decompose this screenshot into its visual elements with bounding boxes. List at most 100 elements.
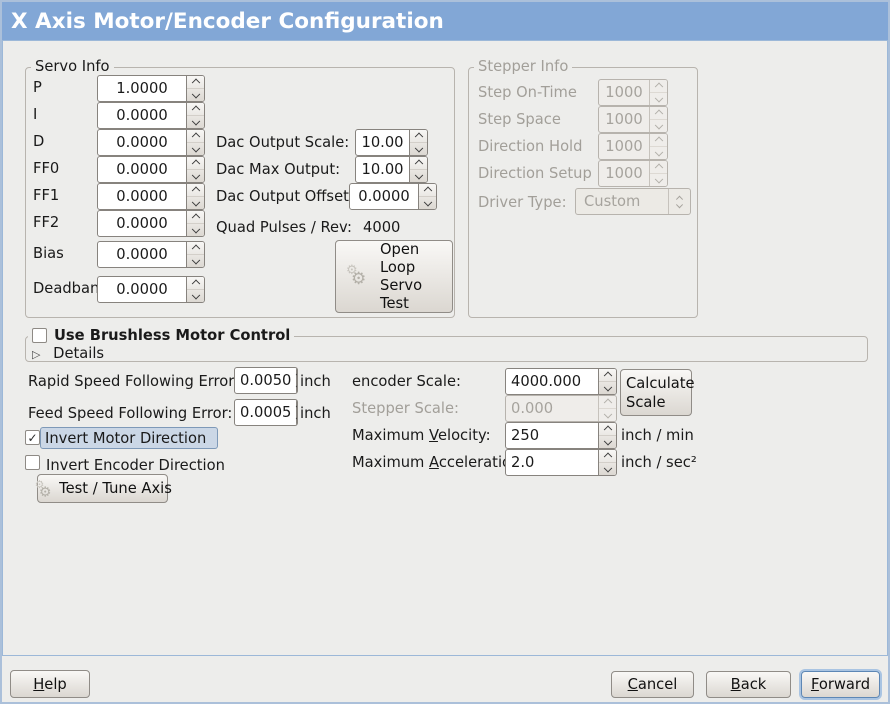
details-label[interactable]: Details bbox=[53, 345, 105, 362]
help-button-label: Help bbox=[33, 676, 67, 693]
help-button[interactable]: Help bbox=[10, 670, 90, 698]
open-loop-servo-test-button[interactable]: ⚙⚙ Open Loop Servo Test bbox=[335, 240, 453, 313]
bias-spin-buttons[interactable] bbox=[186, 242, 204, 267]
ff0-spin-buttons[interactable] bbox=[186, 157, 204, 182]
spin-up-button[interactable] bbox=[599, 450, 616, 463]
spin-down-button[interactable] bbox=[187, 224, 204, 236]
dac-scale-spin-buttons[interactable] bbox=[409, 130, 427, 155]
p-spin-buttons[interactable] bbox=[186, 76, 204, 101]
rapid-following-error-input[interactable]: 0.0050 bbox=[240, 372, 292, 389]
d-spin-buttons[interactable] bbox=[186, 130, 204, 155]
i-input[interactable]: 0.0000 bbox=[116, 107, 168, 124]
spin-down-button[interactable] bbox=[599, 436, 616, 448]
spin-down-button[interactable] bbox=[187, 290, 204, 302]
brushless-checkbox[interactable] bbox=[32, 328, 47, 343]
spin-up-button[interactable] bbox=[187, 103, 204, 116]
spin-up-button[interactable] bbox=[187, 157, 204, 170]
expander-arrow-icon[interactable]: ▷ bbox=[32, 348, 41, 361]
deadband-spinbox[interactable]: 0.0000 bbox=[97, 276, 205, 303]
feed-following-error-spinbox[interactable]: 0.0005 bbox=[234, 399, 298, 426]
spin-up-button[interactable] bbox=[187, 211, 204, 224]
p-spinbox[interactable]: 1.0000 bbox=[97, 75, 205, 102]
ff2-spin-buttons[interactable] bbox=[186, 211, 204, 236]
chevron-down-icon bbox=[191, 225, 200, 234]
chevron-up-icon bbox=[191, 132, 200, 141]
spin-down-button[interactable] bbox=[187, 197, 204, 209]
calculate-scale-button[interactable]: Calculate Scale bbox=[620, 369, 695, 416]
spin-up-button[interactable] bbox=[410, 130, 427, 143]
ff2-spinbox[interactable]: 0.0000 bbox=[97, 210, 205, 237]
maximum-acceleration-input[interactable]: 2.0 bbox=[511, 454, 535, 471]
feed-following-error-input[interactable]: 0.0005 bbox=[240, 404, 292, 421]
chevron-up-icon bbox=[603, 452, 612, 461]
brushless-checkbox-label[interactable]: Use Brushless Motor Control bbox=[54, 327, 291, 344]
invert-motor-direction-checkbox[interactable]: ✓ bbox=[25, 430, 40, 445]
dac-max-output-input[interactable]: 10.00 bbox=[361, 161, 404, 178]
encoder-scale-input[interactable]: 4000.000 bbox=[511, 373, 582, 390]
details-expander[interactable]: ▷ Details bbox=[32, 345, 104, 364]
dac-output-scale-spinbox[interactable]: 10.00 bbox=[355, 129, 428, 156]
bias-input[interactable]: 0.0000 bbox=[116, 246, 168, 263]
ff0-spinbox[interactable]: 0.0000 bbox=[97, 156, 205, 183]
dac-output-scale-input[interactable]: 10.00 bbox=[361, 134, 404, 151]
ff0-input[interactable]: 0.0000 bbox=[116, 161, 168, 178]
deadband-spin-buttons[interactable] bbox=[186, 277, 204, 302]
bias-spinbox[interactable]: 0.0000 bbox=[97, 241, 205, 268]
spin-down-button[interactable] bbox=[419, 197, 436, 209]
spin-up-button[interactable] bbox=[187, 76, 204, 89]
encoder-scale-spinbox[interactable]: 4000.000 bbox=[505, 368, 617, 395]
spin-up-button[interactable] bbox=[410, 157, 427, 170]
ff1-spin-buttons[interactable] bbox=[186, 184, 204, 209]
spin-down-button[interactable] bbox=[296, 382, 297, 391]
invert-encoder-direction-label[interactable]: Invert Encoder Direction bbox=[46, 457, 225, 474]
spin-up-button[interactable] bbox=[296, 370, 297, 379]
spin-up-button[interactable] bbox=[187, 242, 204, 255]
dac-max-output-spinbox[interactable]: 10.00 bbox=[355, 156, 428, 183]
spin-up-button[interactable] bbox=[419, 184, 436, 197]
dac-output-offset-input[interactable]: 0.0000 bbox=[358, 188, 410, 205]
spin-down-button[interactable] bbox=[187, 255, 204, 267]
d-input[interactable]: 0.0000 bbox=[116, 134, 168, 151]
deadband-input[interactable]: 0.0000 bbox=[116, 281, 168, 298]
spin-up-button[interactable] bbox=[187, 277, 204, 290]
spin-buttons[interactable] bbox=[296, 400, 297, 425]
dac-output-offset-spinbox[interactable]: 0.0000 bbox=[349, 183, 437, 210]
spin-down-button[interactable] bbox=[410, 170, 427, 182]
dac-offset-spin-buttons[interactable] bbox=[418, 184, 436, 209]
spin-down-button[interactable] bbox=[296, 414, 297, 423]
maximum-velocity-input[interactable]: 250 bbox=[511, 427, 540, 444]
spin-down-button[interactable] bbox=[187, 170, 204, 182]
spin-down-button[interactable] bbox=[599, 382, 616, 394]
back-button[interactable]: Back bbox=[706, 671, 791, 698]
maximum-acceleration-spinbox[interactable]: 2.0 bbox=[505, 449, 617, 476]
forward-button[interactable]: Forward bbox=[801, 671, 880, 698]
spin-down-button[interactable] bbox=[410, 143, 427, 155]
maximum-velocity-spinbox[interactable]: 250 bbox=[505, 422, 617, 449]
i-spinbox[interactable]: 0.0000 bbox=[97, 102, 205, 129]
i-spin-buttons[interactable] bbox=[186, 103, 204, 128]
spin-down-button[interactable] bbox=[187, 143, 204, 155]
spin-down-button[interactable] bbox=[187, 116, 204, 128]
ff1-spinbox[interactable]: 0.0000 bbox=[97, 183, 205, 210]
spin-down-button[interactable] bbox=[599, 463, 616, 475]
spin-buttons[interactable] bbox=[296, 368, 297, 393]
spin-up-button[interactable] bbox=[599, 423, 616, 436]
d-spinbox[interactable]: 0.0000 bbox=[97, 129, 205, 156]
ff2-input[interactable]: 0.0000 bbox=[116, 215, 168, 232]
spin-up-button[interactable] bbox=[187, 130, 204, 143]
invert-motor-direction-label[interactable]: Invert Motor Direction bbox=[40, 427, 218, 449]
spin-down-button[interactable] bbox=[187, 89, 204, 101]
spin-buttons[interactable] bbox=[598, 423, 616, 448]
invert-encoder-direction-checkbox[interactable] bbox=[25, 455, 40, 470]
spin-up-button[interactable] bbox=[599, 369, 616, 382]
cancel-button[interactable]: Cancel bbox=[611, 671, 694, 698]
rapid-following-error-spinbox[interactable]: 0.0050 bbox=[234, 367, 298, 394]
spin-buttons[interactable] bbox=[598, 450, 616, 475]
test-tune-axis-button[interactable]: ⚙⚙ Test / Tune Axis bbox=[35, 474, 172, 503]
ff1-input[interactable]: 0.0000 bbox=[116, 188, 168, 205]
dac-max-spin-buttons[interactable] bbox=[409, 157, 427, 182]
spin-up-button[interactable] bbox=[187, 184, 204, 197]
spin-up-button[interactable] bbox=[296, 402, 297, 411]
p-input[interactable]: 1.0000 bbox=[116, 80, 168, 97]
spin-buttons[interactable] bbox=[598, 369, 616, 394]
